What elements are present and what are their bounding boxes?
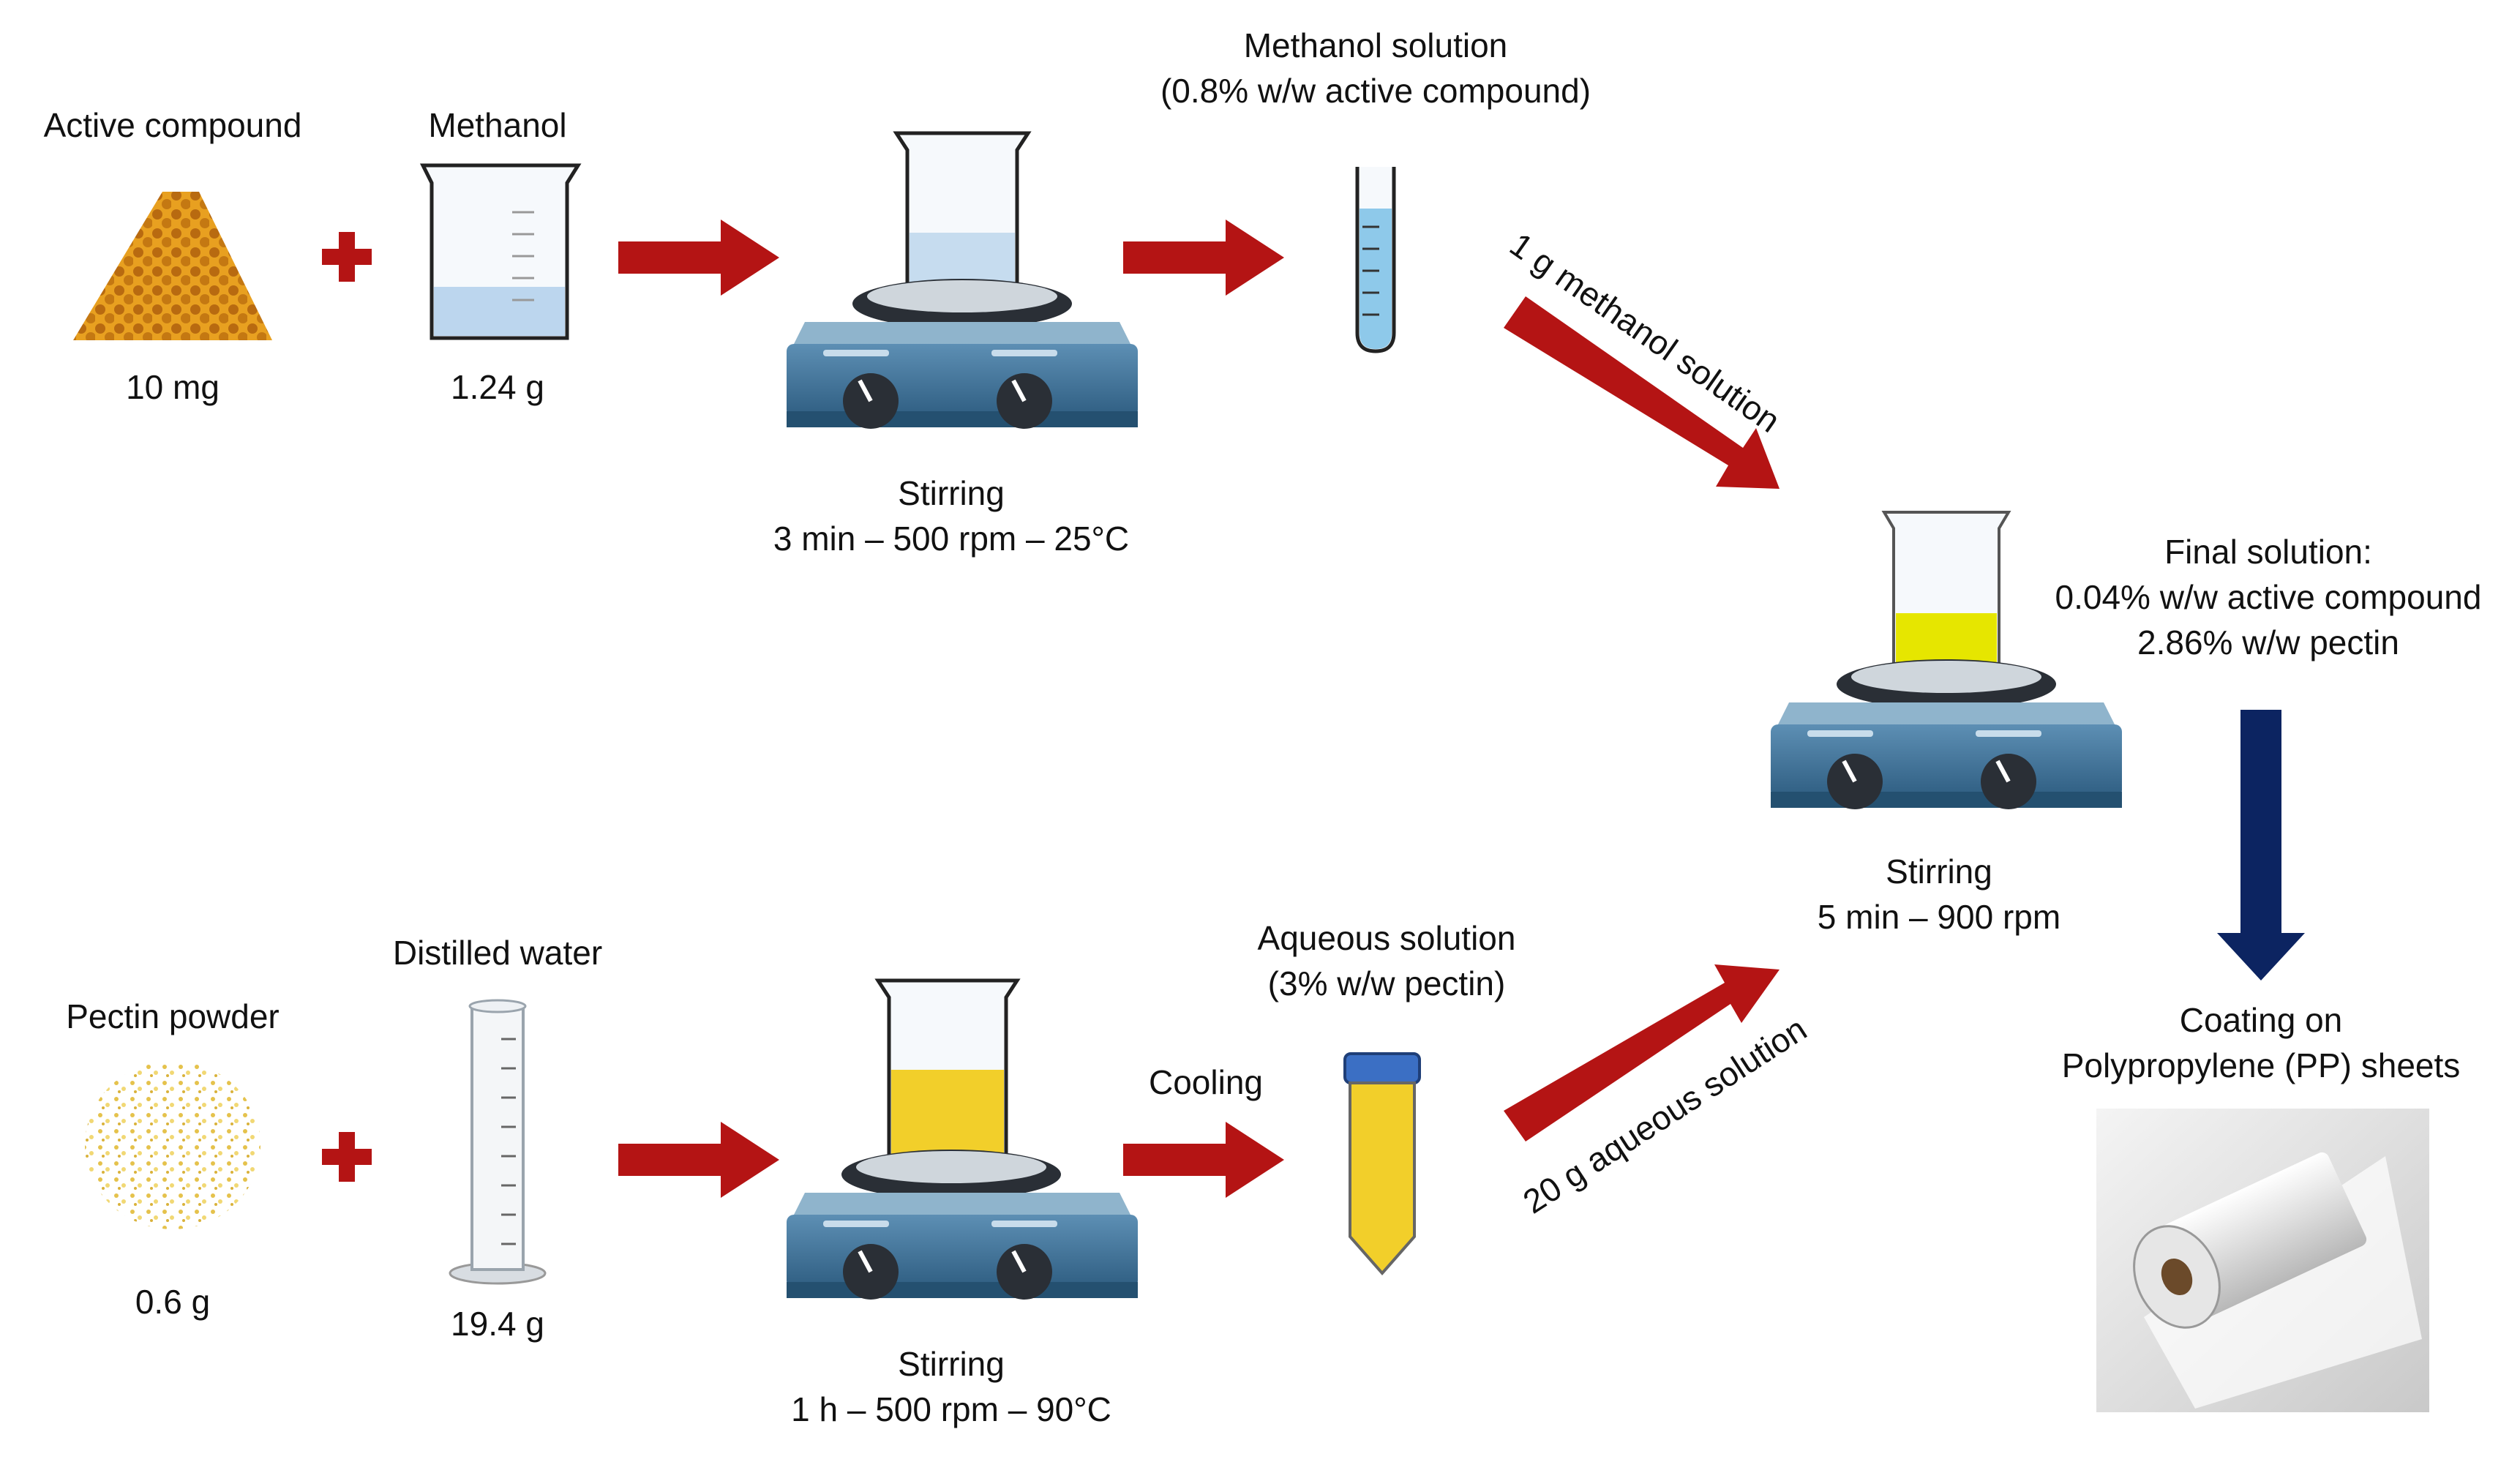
distilled-water-group: Distilled water 19.4 g [393,934,602,1343]
stirring-final-title: Stirring [1886,852,1992,891]
distilled-water-amount: 19.4 g [451,1305,544,1343]
pectin-powder-icon [85,1061,260,1229]
test-tube-icon [1355,167,1396,353]
arrow-icon [618,220,779,296]
aqueous-solution-title: Aqueous solution [1258,919,1516,957]
film-roll-image [2096,1109,2429,1412]
stirring-final-conditions: 5 min – 900 rpm [1818,898,2060,936]
active-compound-label: Active compound [44,106,302,144]
methanol-label: Methanol [428,106,566,144]
coating-subtitle: Polypropylene (PP) sheets [2062,1046,2461,1084]
magnetic-stirrer-icon [787,131,1138,429]
pectin-powder-amount: 0.6 g [135,1283,210,1321]
stirring-2-title: Stirring [898,1345,1005,1383]
coating-title: Coating on [2180,1001,2343,1039]
final-solution-pectin: 2.86% w/w pectin [2137,623,2399,661]
arrow-icon [1123,220,1284,296]
active-compound-group: Active compound 10 mg [44,106,302,406]
methanol-solution-title: Methanol solution [1244,26,1508,64]
plus-icon [322,1132,372,1182]
cooling-label: Cooling [1149,1063,1263,1101]
graduated-cylinder-icon [449,999,547,1285]
stirring-1-title: Stirring [898,474,1005,512]
pectin-powder-label: Pectin powder [66,997,280,1035]
distilled-water-label: Distilled water [393,934,602,972]
active-compound-pile-icon [73,192,272,340]
beaker-icon [419,163,582,340]
arrow-icon [1504,296,1780,489]
arrow-icon [2217,710,2305,981]
magnetic-stirrer-icon [787,978,1138,1300]
arrow-icon [1504,964,1780,1142]
aqueous-solution-subtitle: (3% w/w pectin) [1268,964,1506,1002]
final-solution-compound: 0.04% w/w active compound [2055,578,2482,616]
plus-icon [322,232,372,282]
methanol-group: Methanol 1.24 g [419,106,582,406]
stirring-2-conditions: 1 h – 500 rpm – 90°C [791,1390,1111,1428]
methanol-amount: 1.24 g [451,368,544,406]
stirring-1-conditions: 3 min – 500 rpm – 25°C [773,520,1129,558]
arrow-icon [1123,1122,1284,1198]
magnetic-stirrer-icon [1771,511,2122,809]
final-solution-title: Final solution: [2164,533,2372,571]
active-compound-amount: 10 mg [126,368,220,406]
arrow-icon [618,1122,779,1198]
pectin-powder-group: Pectin powder 0.6 g [66,997,280,1321]
methanol-solution-subtitle: (0.8% w/w active compound) [1160,72,1591,110]
falcon-tube-icon [1343,1052,1421,1276]
